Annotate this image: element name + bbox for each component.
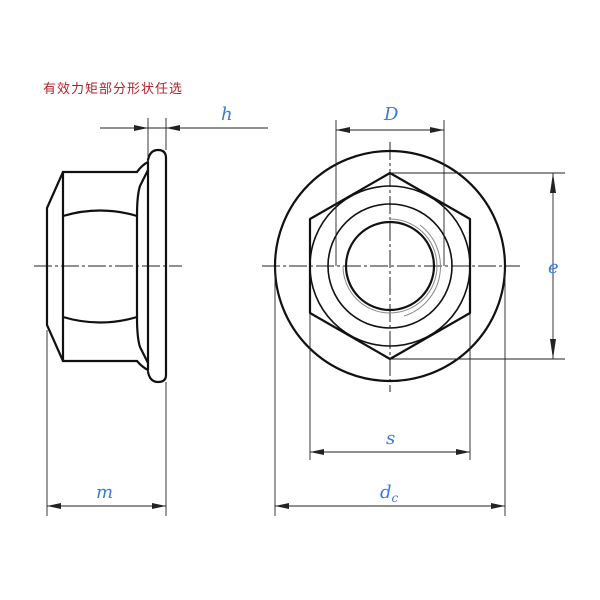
side-dimensions: h m: [46, 104, 268, 516]
dc-arrow-right: [491, 503, 505, 509]
m-arrow-right: [152, 503, 166, 509]
side-hex-body: [45, 170, 65, 363]
e-arrow-bottom: [550, 339, 556, 359]
h-label: h: [221, 104, 233, 125]
front-dimensions: D e s dc: [274, 104, 565, 516]
s-arrow-left: [310, 449, 324, 455]
side-view: [34, 148, 182, 384]
side-neck-curve-bottom: [135, 315, 150, 365]
thread-arc-outer: [403, 224, 441, 317]
dc-arrow-left: [275, 503, 289, 509]
side-neck-curve-top: [135, 168, 150, 218]
s-arrow-right: [456, 449, 470, 455]
s-label: s: [386, 428, 395, 449]
thread-arc: [342, 218, 438, 314]
front-view: [262, 142, 520, 392]
side-neck: [135, 160, 150, 372]
side-flat-arc-bottom: [61, 315, 139, 324]
D-label: D: [383, 104, 399, 125]
side-flat-arc-top: [61, 209, 139, 218]
h-arrow-right: [166, 125, 180, 131]
e-arrow-top: [550, 173, 556, 193]
side-flange: [146, 148, 168, 384]
D-arrow-right: [430, 127, 444, 133]
m-label: m: [96, 482, 113, 503]
m-arrow-left: [47, 503, 61, 509]
h-arrow-left: [134, 125, 148, 131]
hex-chamfer-circle: [309, 185, 471, 347]
torque-ring-circle: [327, 203, 453, 329]
bore-circle: [344, 220, 436, 312]
dc-label-sub: c: [392, 491, 399, 505]
torque-section-note: 有效力矩部分形状任选: [43, 82, 184, 97]
e-label: e: [548, 257, 559, 278]
dc-label-main: d: [380, 482, 392, 503]
dc-label: dc: [380, 482, 399, 505]
D-arrow-left: [336, 127, 350, 133]
